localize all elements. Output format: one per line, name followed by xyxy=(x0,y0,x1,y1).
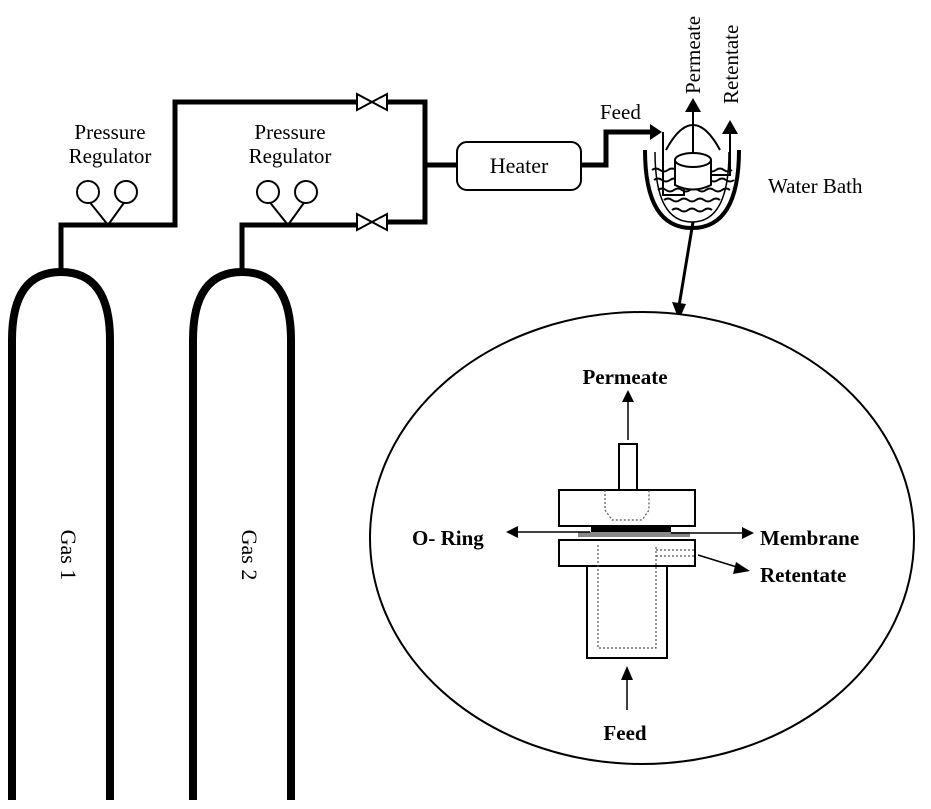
detail-retentate-label: Retentate xyxy=(760,563,846,587)
detail-oring-label: O- Ring xyxy=(412,526,484,550)
membrane-cell-cross-section xyxy=(558,443,696,659)
heater-box xyxy=(456,141,582,191)
detail-membrane-label: Membrane xyxy=(760,526,859,550)
membrane-cell-detail-circle xyxy=(369,311,915,765)
pressure-regulator-1-label-line2: Regulator xyxy=(69,144,152,168)
pressure-regulator-2-label-line2: Regulator xyxy=(249,144,332,168)
membrane-layer xyxy=(591,525,671,532)
detail-permeate-label: Permeate xyxy=(582,365,667,389)
detail-retentate-arrow xyxy=(697,554,750,574)
detail-feed-arrow xyxy=(621,666,633,710)
permeate-top-label: Permeate xyxy=(681,16,705,94)
pressure-regulator-1 xyxy=(76,180,138,227)
detail-feed-label: Feed xyxy=(603,721,646,745)
gas-2-label: Gas 2 xyxy=(237,530,262,581)
valve-1-icon xyxy=(356,92,388,112)
feed-top-label: Feed xyxy=(600,100,641,124)
detail-oring-arrow xyxy=(506,526,590,538)
pressure-regulator-1-label-line1: Pressure xyxy=(74,120,145,144)
detail-pointer-arrow xyxy=(672,221,695,320)
feed-arrow-icon xyxy=(650,124,662,140)
gas-1-label: Gas 1 xyxy=(56,530,81,581)
detail-membrane-arrow xyxy=(671,527,754,539)
water-bath-label: Water Bath xyxy=(768,174,863,198)
retentate-top-label: Retentate xyxy=(719,25,743,104)
detail-permeate-arrow xyxy=(622,390,634,440)
water-bath xyxy=(643,108,741,231)
retentate-top-arrow-icon xyxy=(722,120,738,134)
valve-2-icon xyxy=(356,212,388,232)
pressure-regulator-2-label-line1: Pressure xyxy=(254,120,325,144)
o-ring-layer xyxy=(578,532,690,537)
pressure-regulator-2 xyxy=(256,180,318,227)
gas-piping xyxy=(58,99,655,272)
permeate-top-arrow-icon xyxy=(685,98,701,112)
heater-label: Heater xyxy=(490,153,549,178)
